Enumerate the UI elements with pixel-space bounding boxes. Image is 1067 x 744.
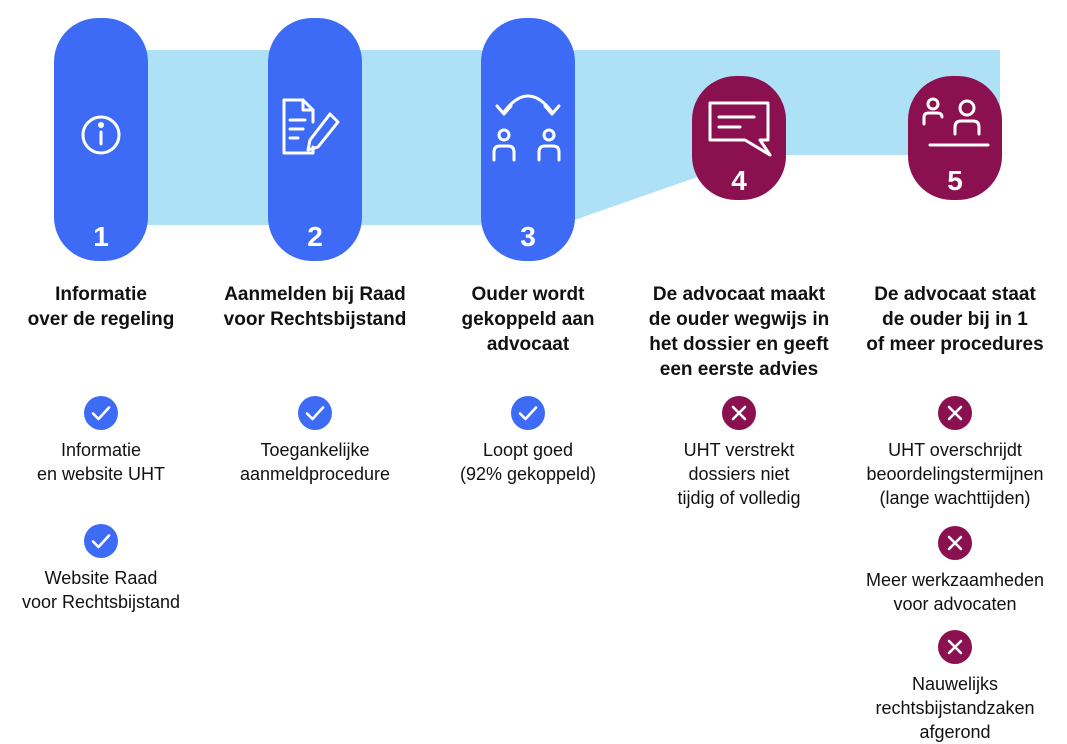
stage-title-line: een eerste advies (659, 359, 819, 380)
status-text-line: voor advocaten (893, 594, 1017, 614)
status-text-line: dossiers niet (688, 464, 790, 484)
stage-number-5: 5 (947, 165, 963, 196)
linked-people-icon (492, 94, 561, 162)
stage-title-line: de ouder wegwijs in (648, 309, 830, 330)
stage-pill-4 (692, 76, 786, 200)
status-text-line: Meer werkzaamheden (865, 570, 1045, 590)
status-text-line: Toegankelijke (260, 440, 370, 460)
stage-title-3: Ouder wordt gekoppeld aan advocaat (418, 282, 638, 357)
stage-title-line: advocaat (486, 334, 570, 355)
stage-pill-3 (481, 18, 575, 261)
stage-pill-5 (908, 76, 1002, 200)
stage-title-line: over de regeling (27, 309, 175, 330)
status-text-line: (lange wachttijden) (879, 488, 1031, 508)
status-item-1-1: Informatie en website UHT (0, 396, 216, 486)
stage-title-line: gekoppeld aan (461, 309, 595, 330)
check-icon (84, 524, 118, 558)
status-text-line: UHT overschrijdt (888, 440, 1022, 460)
stage-title-line: Informatie (55, 284, 147, 305)
stage-number-2: 2 (307, 221, 323, 252)
status-text-line: voor Rechtsbijstand (21, 592, 181, 612)
stage-title-line: De advocaat staat (874, 284, 1036, 305)
stage-title-line: voor Rechtsbijstand (223, 309, 407, 330)
stage-title-line: of meer procedures (866, 334, 1044, 355)
cross-icon (938, 630, 972, 664)
status-item-5-3: Nauwelijks rechtsbijstandzaken afgerond (840, 630, 1067, 744)
cross-icon (722, 396, 756, 430)
stage-number-4: 4 (731, 165, 747, 196)
check-icon (84, 396, 118, 430)
stage-title-line: de ouder bij in 1 (882, 309, 1028, 330)
check-icon (298, 396, 332, 430)
status-text-line: Nauwelijks (911, 674, 999, 694)
cross-icon (938, 526, 972, 560)
stage-number-3: 3 (520, 221, 536, 252)
status-text-line: Loopt goed (482, 440, 574, 460)
status-item-1-2: Website Raad voor Rechtsbijstand (0, 524, 216, 614)
status-text-line: beoordelingstermijnen (866, 464, 1044, 484)
status-text-line: (92% gekoppeld) (459, 464, 597, 484)
cross-icon (938, 396, 972, 430)
check-icon (511, 396, 545, 430)
status-text-line: tijdig of volledig (677, 488, 801, 508)
speech-bubble-icon (708, 101, 772, 157)
status-text-line: rechtsbijstandzaken (875, 698, 1035, 718)
status-item-3-1: Loopt goed (92% gekoppeld) (413, 396, 643, 486)
consultation-icon (922, 97, 990, 147)
document-pen-icon (282, 98, 340, 155)
stage-pill-2 (268, 18, 362, 261)
stage-title-4: De advocaat maakt de ouder wegwijs in he… (629, 282, 849, 382)
stage-title-line: het dossier en geeft (649, 334, 829, 355)
status-item-5-1: UHT overschrijdt beoordelingstermijnen (… (840, 396, 1067, 510)
stage-title-line: De advocaat maakt (652, 284, 826, 305)
stage-number-1: 1 (93, 221, 109, 252)
status-text-line: aanmeldprocedure (239, 464, 391, 484)
stage-title-2: Aanmelden bij Raad voor Rechtsbijstand (205, 282, 425, 332)
status-item-5-2: Meer werkzaamheden voor advocaten (840, 526, 1067, 616)
stage-title-line: Ouder wordt (471, 284, 585, 305)
status-item-2-1: Toegankelijke aanmeldprocedure (200, 396, 430, 486)
stage-title-line: Aanmelden bij Raad (224, 284, 406, 305)
stage-title-5: De advocaat staat de ouder bij in 1 of m… (845, 282, 1065, 357)
info-icon (81, 115, 121, 155)
status-text-line: en website UHT (36, 464, 166, 484)
stage-title-1: Informatie over de regeling (0, 282, 211, 332)
status-item-4-1: UHT verstrekt dossiers niet tijdig of vo… (624, 396, 854, 510)
status-text-line: afgerond (919, 722, 991, 742)
status-text-line: Informatie (60, 440, 142, 460)
status-text-line: UHT verstrekt (683, 440, 795, 460)
status-text-line: Website Raad (44, 568, 158, 588)
